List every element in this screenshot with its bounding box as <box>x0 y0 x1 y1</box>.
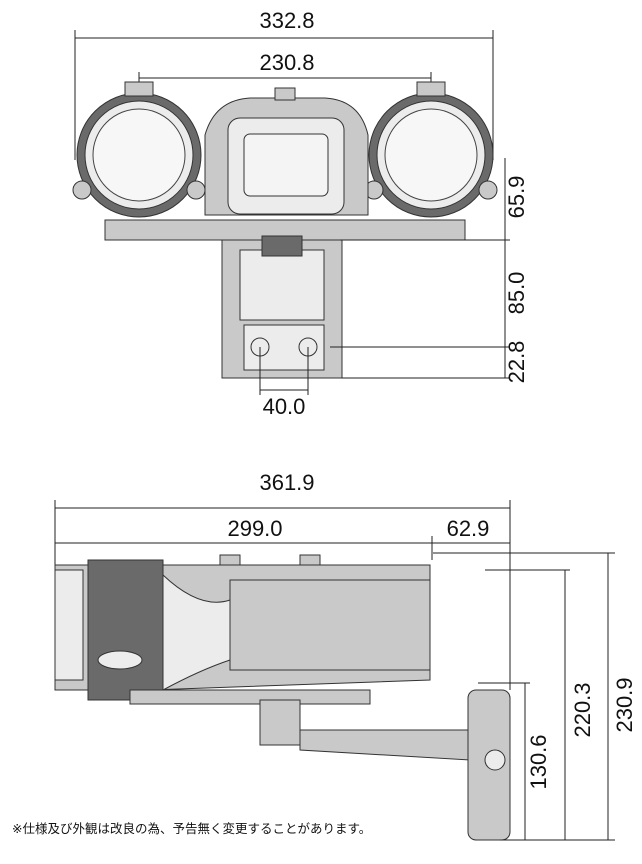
left-light <box>72 81 206 218</box>
dim-height-22: 22.8 <box>504 341 529 384</box>
dim-width-overall: 332.8 <box>259 8 314 33</box>
dim-mount-width: 40.0 <box>263 394 306 419</box>
spec-note: ※仕様及び外観は改良の為、予告無く変更することがあります。 <box>12 821 371 836</box>
dim-height-85: 85.0 <box>504 272 529 315</box>
side-view: 361.9 299.0 62.9 <box>54 470 637 841</box>
bracket-front <box>221 235 343 379</box>
dim-height-230: 230.9 <box>612 677 637 732</box>
camera-housing-side <box>54 554 431 705</box>
camera-housing-front <box>204 87 369 216</box>
dim-length-overall: 361.9 <box>259 470 314 495</box>
dim-length-299: 299.0 <box>227 516 282 541</box>
dim-height-65: 65.9 <box>504 176 529 219</box>
dim-height-130: 130.6 <box>526 734 551 789</box>
right-light <box>364 81 498 218</box>
dim-height-220: 220.3 <box>570 682 595 737</box>
bracket-side <box>259 689 511 841</box>
front-view: 332.8 230.8 <box>72 8 529 419</box>
dim-light-spacing: 230.8 <box>259 50 314 75</box>
dim-length-62: 62.9 <box>447 516 490 541</box>
